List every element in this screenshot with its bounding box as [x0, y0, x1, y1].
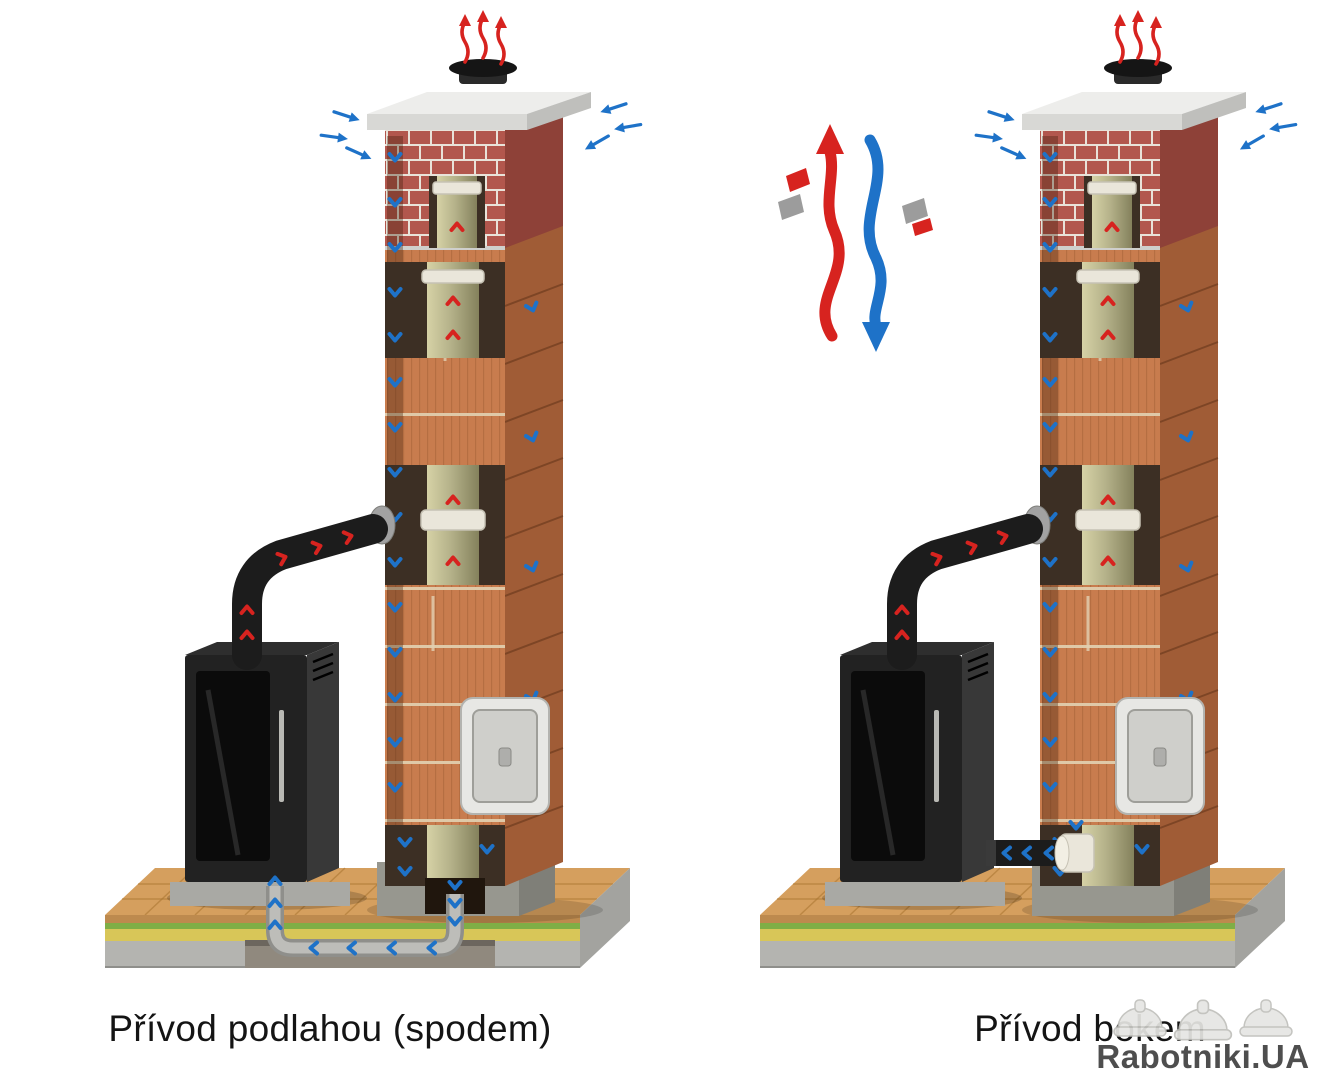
chimney-cutaway-middle	[1040, 465, 1160, 585]
floor-side-face	[580, 868, 630, 968]
pipe-chip-icon	[778, 194, 804, 220]
side-air-pipe	[986, 820, 1095, 873]
watermark: Rabotniki.UA	[1077, 996, 1329, 1076]
chimney-side-face	[1160, 106, 1218, 886]
chimney-cutaway-upper	[1040, 262, 1160, 358]
floor-edge-membrane	[105, 923, 580, 929]
stove-handle	[279, 710, 284, 802]
helmet-icon	[1113, 999, 1167, 1037]
floor-edge-concrete	[760, 941, 1235, 968]
chimney-cutaway-top	[1084, 176, 1140, 248]
chimney-cutaway-middle	[385, 465, 505, 585]
stove-pad	[170, 882, 350, 906]
floor-edge-wood	[105, 915, 580, 923]
chimney-cutaway-bottom	[385, 825, 505, 886]
helmet-icon	[1239, 999, 1293, 1037]
caption-side-supply: Přívod bokem	[974, 1008, 1206, 1049]
stove	[840, 642, 994, 882]
floor-edge-insulation	[760, 929, 1235, 941]
flue-pipe	[232, 505, 396, 670]
helmet-icon	[1173, 999, 1233, 1041]
chimney	[973, 10, 1299, 916]
chimney-cap	[367, 59, 591, 130]
flue-pipe	[887, 505, 1051, 670]
caption-floor-supply: Přívod podlahou (spodem)	[108, 1008, 552, 1049]
chimney-side-face	[505, 106, 563, 886]
stove	[185, 642, 339, 882]
legend-airflow	[778, 124, 933, 352]
stove-pad	[825, 882, 1005, 906]
exhaust-up-arrows	[1112, 10, 1164, 66]
floor-side-face	[1235, 868, 1285, 968]
illustration-side-supply	[760, 10, 1299, 968]
chimney-cutaway-top	[429, 176, 485, 248]
inspection-door	[1115, 697, 1205, 815]
chimney	[318, 10, 644, 916]
inspection-door	[460, 697, 550, 815]
watermark-helmets	[1077, 996, 1329, 1044]
cold-air-down-arrowhead	[862, 322, 890, 352]
hot-flue-up-arrow-icon	[819, 146, 845, 342]
cold-air-down-arrow-icon	[863, 134, 887, 332]
chimney-cutaway-upper	[385, 262, 505, 358]
pipe-chip-icon	[912, 218, 933, 236]
pipe-chip-icon	[786, 168, 810, 192]
stove-vents	[967, 652, 989, 682]
watermark-text: Rabotniki.UA	[1096, 1038, 1310, 1075]
chimney-cap	[1022, 59, 1246, 130]
illustration-floor-supply	[105, 10, 644, 968]
hot-flue-up-arrowhead	[816, 124, 844, 154]
exhaust-up-arrows	[457, 10, 509, 66]
floor-edge-membrane	[760, 923, 1235, 929]
stove-vents	[312, 652, 334, 682]
stove-handle	[934, 710, 939, 802]
underfloor-air-duct	[245, 875, 495, 968]
floor-edge-wood	[760, 915, 1235, 923]
pipe-chip-icon	[902, 198, 928, 224]
